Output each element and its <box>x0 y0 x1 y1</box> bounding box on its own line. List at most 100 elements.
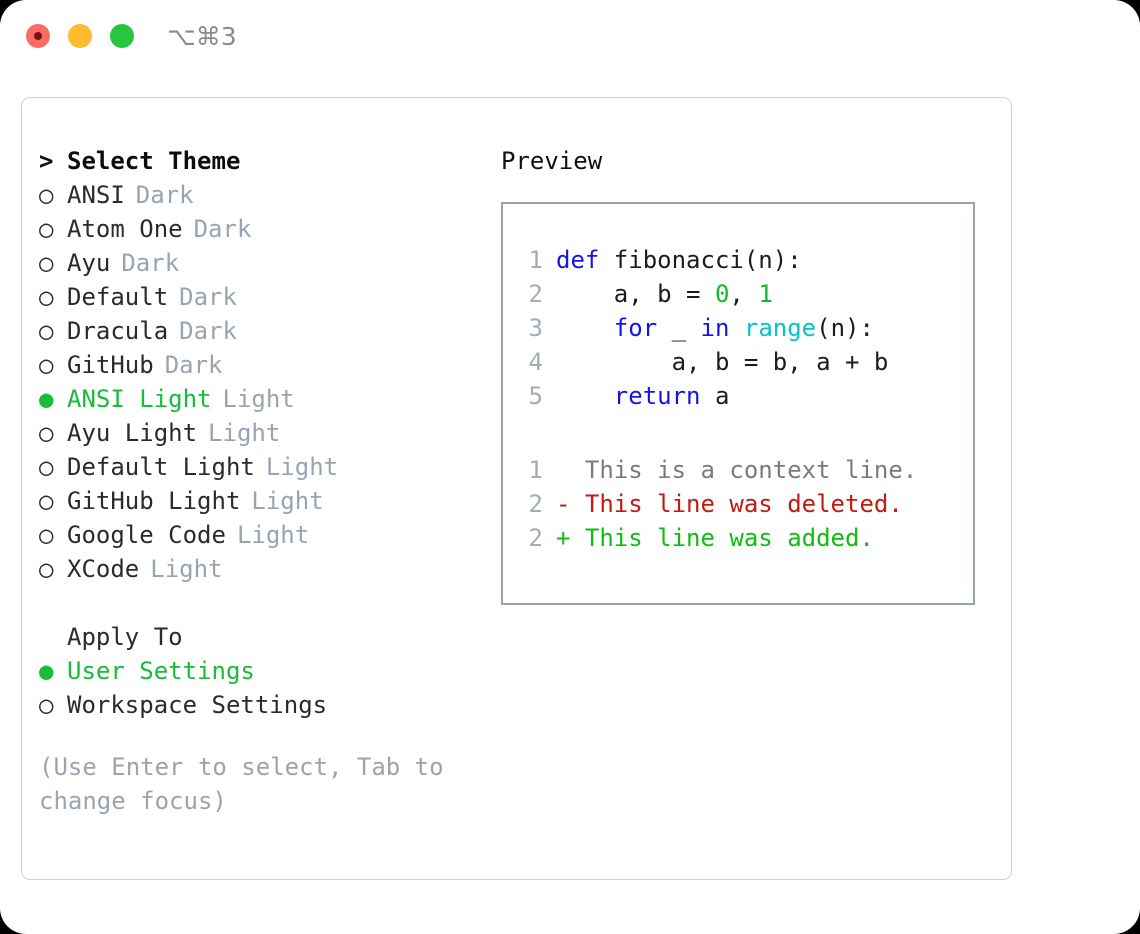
line-number: 2 <box>528 280 543 308</box>
theme-list-item[interactable]: ○ Ayu Dark <box>39 246 479 280</box>
theme-list-item[interactable]: ○ Atom One Dark <box>39 212 479 246</box>
radio-unselected-icon[interactable]: ○ <box>39 521 54 549</box>
theme-name-label: GitHub <box>67 351 154 379</box>
select-theme-heading-row: > Select Theme <box>39 144 479 178</box>
keyboard-shortcut-label: ⌥⌘3 <box>167 22 237 51</box>
radio-unselected-icon[interactable]: ○ <box>39 317 54 345</box>
theme-list-item[interactable]: ○ Google Code Light <box>39 518 479 552</box>
theme-list-item[interactable]: ○ GitHub Dark <box>39 348 479 382</box>
radio-unselected-icon[interactable]: ○ <box>39 215 54 243</box>
apply-to-heading-row: Apply To <box>39 620 479 654</box>
radio-unselected-icon[interactable]: ○ <box>39 453 54 481</box>
theme-name-label: ANSI <box>67 181 125 209</box>
keyboard-hint-text: (Use Enter to select, Tab to change focu… <box>39 753 459 815</box>
code-token: for <box>613 314 658 342</box>
preview-heading: Preview <box>501 147 603 175</box>
theme-variant-label: Dark <box>193 215 252 243</box>
line-number: 1 <box>528 246 543 274</box>
code-line: 3 for _ in range(n): <box>517 311 967 345</box>
diff-text: This line was deleted. <box>584 490 903 518</box>
theme-name-label: Default <box>67 283 169 311</box>
radio-unselected-icon[interactable]: ○ <box>39 691 54 719</box>
diff-line: 2- This line was deleted. <box>517 487 967 521</box>
code-token: def <box>556 246 600 274</box>
radio-unselected-icon[interactable]: ○ <box>39 487 54 515</box>
minimize-window-button[interactable] <box>68 24 92 48</box>
diff-text: This line was added. <box>584 524 874 552</box>
window-controls <box>26 24 134 48</box>
code-token: a <box>700 382 730 410</box>
radio-unselected-icon[interactable]: ○ <box>39 555 54 583</box>
theme-variant-label: Dark <box>121 249 180 277</box>
caret-icon: > <box>39 147 54 175</box>
code-diff-separator <box>517 413 967 453</box>
theme-name-label: XCode <box>67 555 140 583</box>
theme-list-item[interactable]: ○ GitHub Light Light <box>39 484 479 518</box>
theme-name-label: GitHub Light <box>67 487 241 515</box>
code-token: a, b = <box>556 280 715 308</box>
code-token: fibonacci(n): <box>599 246 802 274</box>
theme-name-label: Dracula <box>67 317 169 345</box>
radio-unselected-icon[interactable]: ○ <box>39 351 54 379</box>
theme-variant-label: Dark <box>164 351 223 379</box>
code-token <box>556 379 614 413</box>
theme-name-label: Google Code <box>67 521 226 549</box>
theme-name-label: Ayu <box>67 249 111 277</box>
radio-unselected-icon[interactable]: ○ <box>39 283 54 311</box>
radio-unselected-icon[interactable]: ○ <box>39 249 54 277</box>
code-line: 4 a, b = b, a + b <box>517 345 967 379</box>
apply-to-indent <box>39 620 67 654</box>
line-number: 2 <box>528 524 543 552</box>
code-line: 2 a, b = 0, 1 <box>517 277 967 311</box>
code-token: _ <box>657 314 701 342</box>
diff-marker <box>556 453 585 487</box>
apply-to-item[interactable]: ○ Workspace Settings <box>39 688 479 722</box>
radio-selected-icon[interactable]: ● <box>39 657 54 685</box>
code-token: 1 <box>758 280 773 308</box>
code-token: in <box>700 314 730 342</box>
diff-line: 2 + This line was added. <box>517 521 967 555</box>
theme-variant-label: Light <box>222 385 295 413</box>
radio-selected-icon[interactable]: ● <box>39 385 54 413</box>
theme-variant-label: Light <box>236 521 310 549</box>
theme-variant-label: Dark <box>135 181 194 209</box>
radio-unselected-icon[interactable]: ○ <box>39 419 54 447</box>
apply-to-list: ● User Settings ○ Workspace Settings <box>39 654 479 722</box>
apply-to-label: Workspace Settings <box>67 691 328 719</box>
diff-line: 1 This is a context line. <box>517 453 967 487</box>
theme-list-item[interactable]: ○ ANSI Dark <box>39 178 479 212</box>
code-line: 5 return a <box>517 379 967 413</box>
theme-name-label: Default Light <box>67 453 255 481</box>
code-token <box>556 311 614 345</box>
theme-variant-label: Light <box>265 453 339 481</box>
theme-name-label: ANSI Light <box>67 385 212 413</box>
diff-marker: + <box>556 524 585 552</box>
apply-to-heading: Apply To <box>67 623 183 651</box>
theme-variant-label: Light <box>208 419 281 447</box>
apply-to-item[interactable]: ● User Settings <box>39 654 479 688</box>
diff-text: This is a context line. <box>584 456 918 484</box>
code-token: a, b = b, a + b <box>556 348 889 376</box>
theme-name-label: Atom One <box>67 215 183 243</box>
apply-to-label: User Settings <box>67 657 255 685</box>
radio-unselected-icon[interactable]: ○ <box>39 181 54 209</box>
maximize-window-button[interactable] <box>110 24 134 48</box>
close-window-button[interactable] <box>26 24 50 48</box>
theme-list-item[interactable]: ○ Default Light Light <box>39 450 479 484</box>
line-number: 5 <box>528 382 543 410</box>
theme-variant-label: Light <box>251 487 324 515</box>
line-number: 4 <box>528 348 543 376</box>
code-token: 0 <box>714 280 730 308</box>
theme-list-item[interactable]: ● ANSI Light Light <box>39 382 479 416</box>
